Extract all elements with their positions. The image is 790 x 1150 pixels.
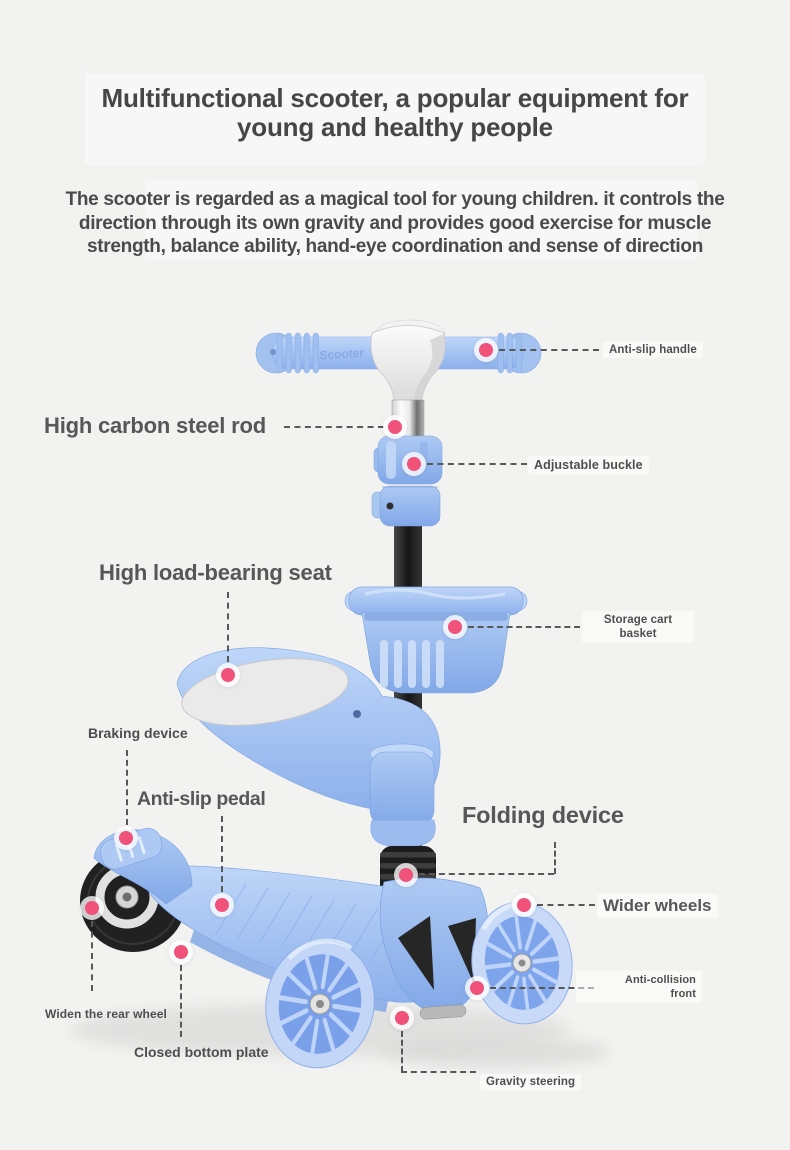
callout-dot-fold — [394, 863, 418, 887]
callout-dot-rear — [80, 896, 104, 920]
callout-line-gravity-horizontal — [401, 1071, 476, 1073]
intro-line3: strength, balance ability, hand-eye coor… — [86, 236, 704, 257]
callout-line-front — [490, 987, 594, 989]
callout-dot-plate — [169, 940, 193, 964]
grip-emboss-text: Scooter — [319, 345, 365, 362]
callout-dot-rod — [383, 415, 407, 439]
page-title-line1: Multifunctional scooter, a popular equip… — [101, 83, 689, 113]
intro-line2: direction through its own gravity and pr… — [78, 212, 712, 234]
callout-dot-pedal — [210, 893, 234, 917]
callout-dot-seat — [216, 663, 240, 687]
label-closed-bottom-plate: Closed bottom plate — [134, 1044, 269, 1060]
page-title: Multifunctional scooter, a popular equip… — [0, 84, 790, 142]
label-anti-collision-front-line2: front — [670, 988, 696, 1000]
callout-dot-buckle — [402, 452, 426, 476]
callout-line-handle — [499, 349, 599, 351]
callout-dot-wheels — [512, 893, 536, 917]
label-wider-wheels: Wider wheels — [597, 894, 718, 918]
callout-line-basket — [468, 626, 580, 628]
brake-fender — [93, 827, 193, 905]
callout-line-gravity-vertical — [401, 1031, 403, 1072]
callout-dot-basket — [443, 615, 467, 639]
storage-basket — [344, 586, 528, 694]
deck — [139, 865, 454, 1012]
callout-line-rear — [91, 921, 93, 991]
head-tube — [370, 319, 446, 407]
callout-dot-handle — [474, 338, 498, 362]
label-widen-the-rear-wheel: Widen the rear wheel — [45, 1007, 167, 1021]
label-folding-device: Folding device — [462, 802, 624, 828]
label-adjustable-buckle: Adjustable buckle — [528, 456, 649, 474]
callout-line-pedal — [221, 816, 223, 892]
steel-stem-rod — [394, 520, 422, 892]
intro-backdrop — [145, 180, 697, 260]
label-anti-slip-pedal: Anti-slip pedal — [137, 788, 266, 810]
intro-paragraph: The scooter is regarded as a magical too… — [0, 188, 790, 259]
label-braking-device: Braking device — [88, 725, 188, 741]
callout-line-fold-vertical — [554, 842, 556, 874]
seat-top — [181, 658, 349, 726]
callout-dot-gravity — [390, 1006, 414, 1030]
label-anti-slip-handle: Anti-slip handle — [603, 342, 703, 358]
label-gravity-steering: Gravity steering — [480, 1074, 582, 1090]
label-anti-collision-front: Anti-collision front — [576, 971, 702, 1003]
page-title-line2: young and healthy people — [237, 112, 553, 142]
label-storage-cart-basket-line2: basket — [619, 628, 657, 640]
seat-clamp — [369, 751, 435, 827]
adjustable-buckle — [371, 435, 443, 527]
front-wheel-left — [265, 938, 375, 1069]
callout-line-seat — [227, 592, 229, 662]
deck-ribs — [215, 883, 421, 967]
callout-line-wheels — [537, 904, 595, 906]
label-anti-collision-front-line1: Anti-collision — [624, 974, 696, 986]
basket-slats — [380, 640, 444, 688]
handlebar: Scooter — [255, 332, 542, 374]
callout-dot-front — [465, 976, 489, 1000]
callout-line-buckle — [427, 463, 527, 465]
label-high-load-bearing-seat: High load-bearing seat — [99, 560, 332, 585]
label-storage-cart-basket-line1: Storage cart — [603, 614, 673, 626]
label-high-carbon-steel-rod: High carbon steel rod — [44, 413, 266, 438]
callout-line-brake — [126, 750, 128, 825]
title-backdrop — [85, 73, 705, 165]
callout-line-fold-horizontal — [419, 873, 554, 875]
callout-line-rod — [284, 426, 384, 428]
callout-line-plate — [180, 965, 182, 1037]
label-storage-cart-basket: Storage cart basket — [582, 611, 694, 643]
intro-line1: The scooter is regarded as a magical too… — [65, 189, 725, 210]
callout-dot-brake — [114, 826, 138, 850]
